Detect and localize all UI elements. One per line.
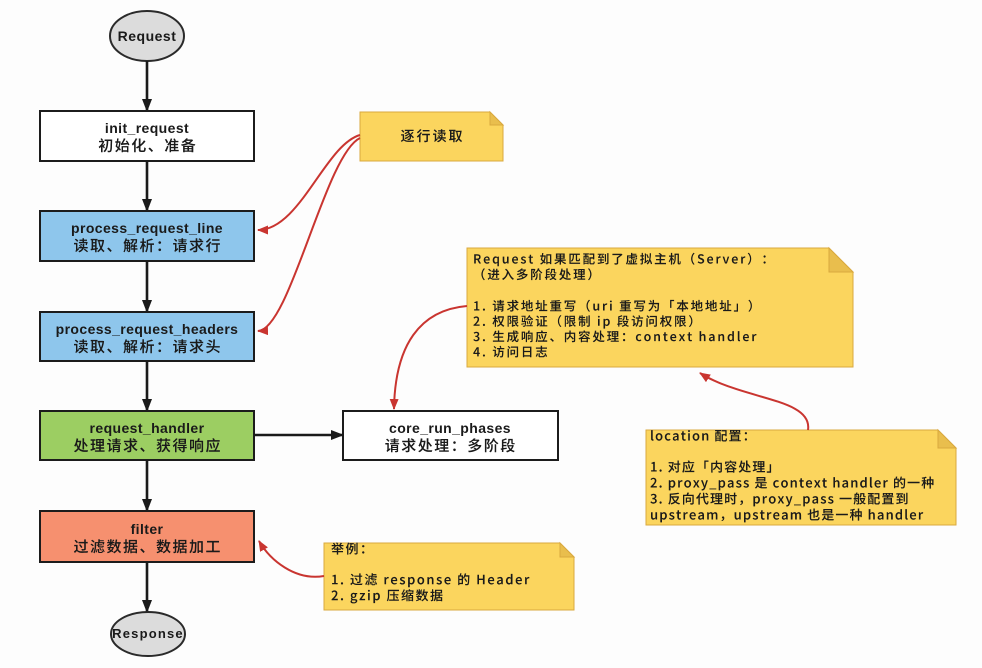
svg-text:filter: filter [131, 521, 164, 537]
svg-text:Response: Response [112, 626, 184, 641]
svg-text:process_request_headers: process_request_headers [56, 321, 239, 337]
svg-text:init_request: init_request [105, 120, 189, 136]
svg-text:Request: Request [118, 28, 177, 44]
svg-text:process_request_line: process_request_line [71, 220, 223, 236]
svg-text:request_handler: request_handler [90, 420, 205, 436]
svg-text:core_run_phases: core_run_phases [389, 420, 511, 436]
